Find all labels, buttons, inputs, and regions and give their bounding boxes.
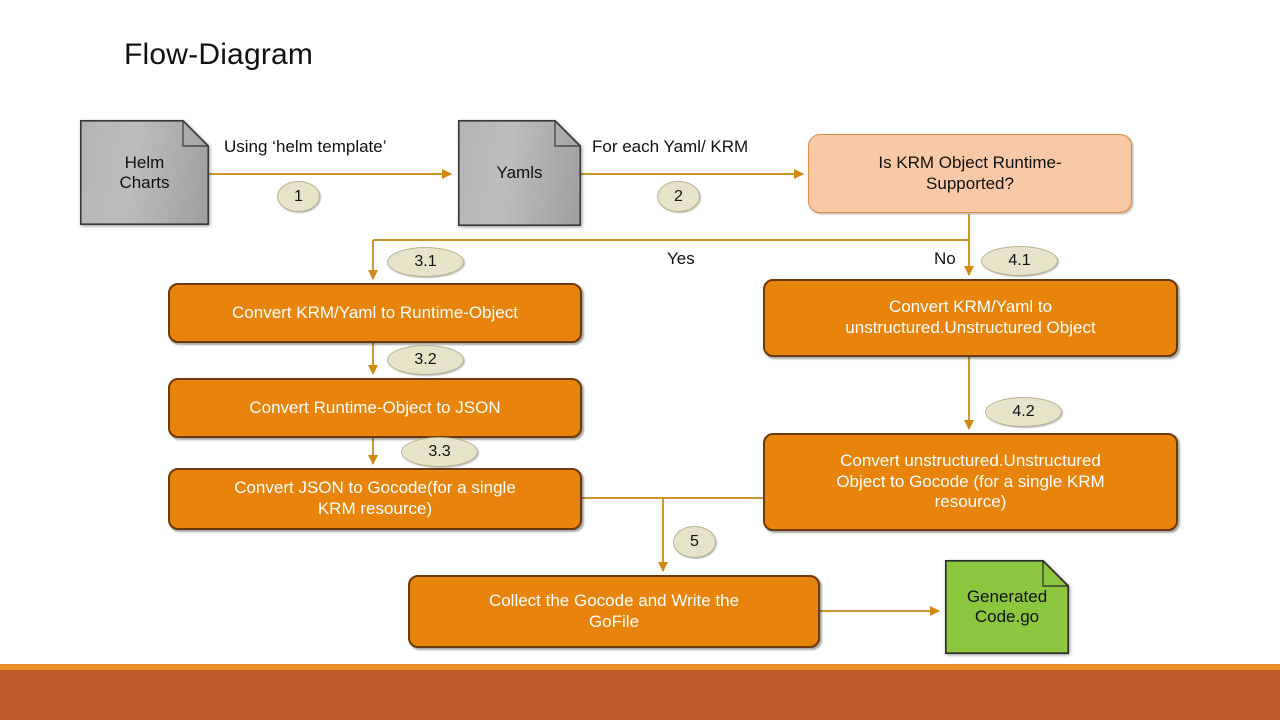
step-badge-4-2: 4.2 (985, 397, 1062, 427)
generated-code-face (945, 560, 1069, 654)
step-badge-5: 5 (673, 526, 716, 558)
edge-label-no: No (934, 249, 956, 268)
yamls-label: Yamls (496, 163, 543, 182)
yamls-outline (458, 120, 581, 226)
yamls-face (458, 120, 581, 226)
step-badge-2: 2 (657, 181, 700, 212)
step-badge-4-1: 4.1 (981, 246, 1058, 276)
convert-krm-runtime-label: Convert KRM/Yaml to Runtime-Object (232, 302, 518, 322)
step-badge-1: 1 (277, 181, 320, 212)
page-title: Flow-Diagram (124, 38, 314, 71)
node-decision-runtime-supported[interactable]: Is KRM Object Runtime-Supported? (808, 134, 1132, 213)
decision-label: Is KRM Object Runtime-Supported? (878, 152, 1062, 193)
node-convert-runtime-object-to-json[interactable]: Convert Runtime-Object to JSON (168, 378, 582, 438)
step-badge-3-1: 3.1 (387, 247, 464, 277)
edge-label-helm-to-yamls: Using ‘helm template’ (224, 137, 387, 156)
convert-runtime-json-label: Convert Runtime-Object to JSON (249, 397, 501, 417)
node-convert-krm-to-runtime-object[interactable]: Convert KRM/Yaml to Runtime-Object (168, 283, 582, 343)
step-badge-3-3: 3.3 (401, 437, 478, 467)
helm-charts-outline (80, 120, 209, 225)
edge-label-yamls-to-decision: For each Yaml/ KRM (592, 137, 749, 156)
generated-code-outline (945, 560, 1069, 654)
edge-label-yes: Yes (667, 249, 695, 268)
footer-stripe (0, 664, 1280, 671)
footer-band (0, 670, 1280, 720)
step-badge-3-2: 3.2 (387, 345, 464, 375)
helm-charts-face (80, 120, 209, 225)
node-yamls[interactable]: Yamls (458, 120, 581, 226)
